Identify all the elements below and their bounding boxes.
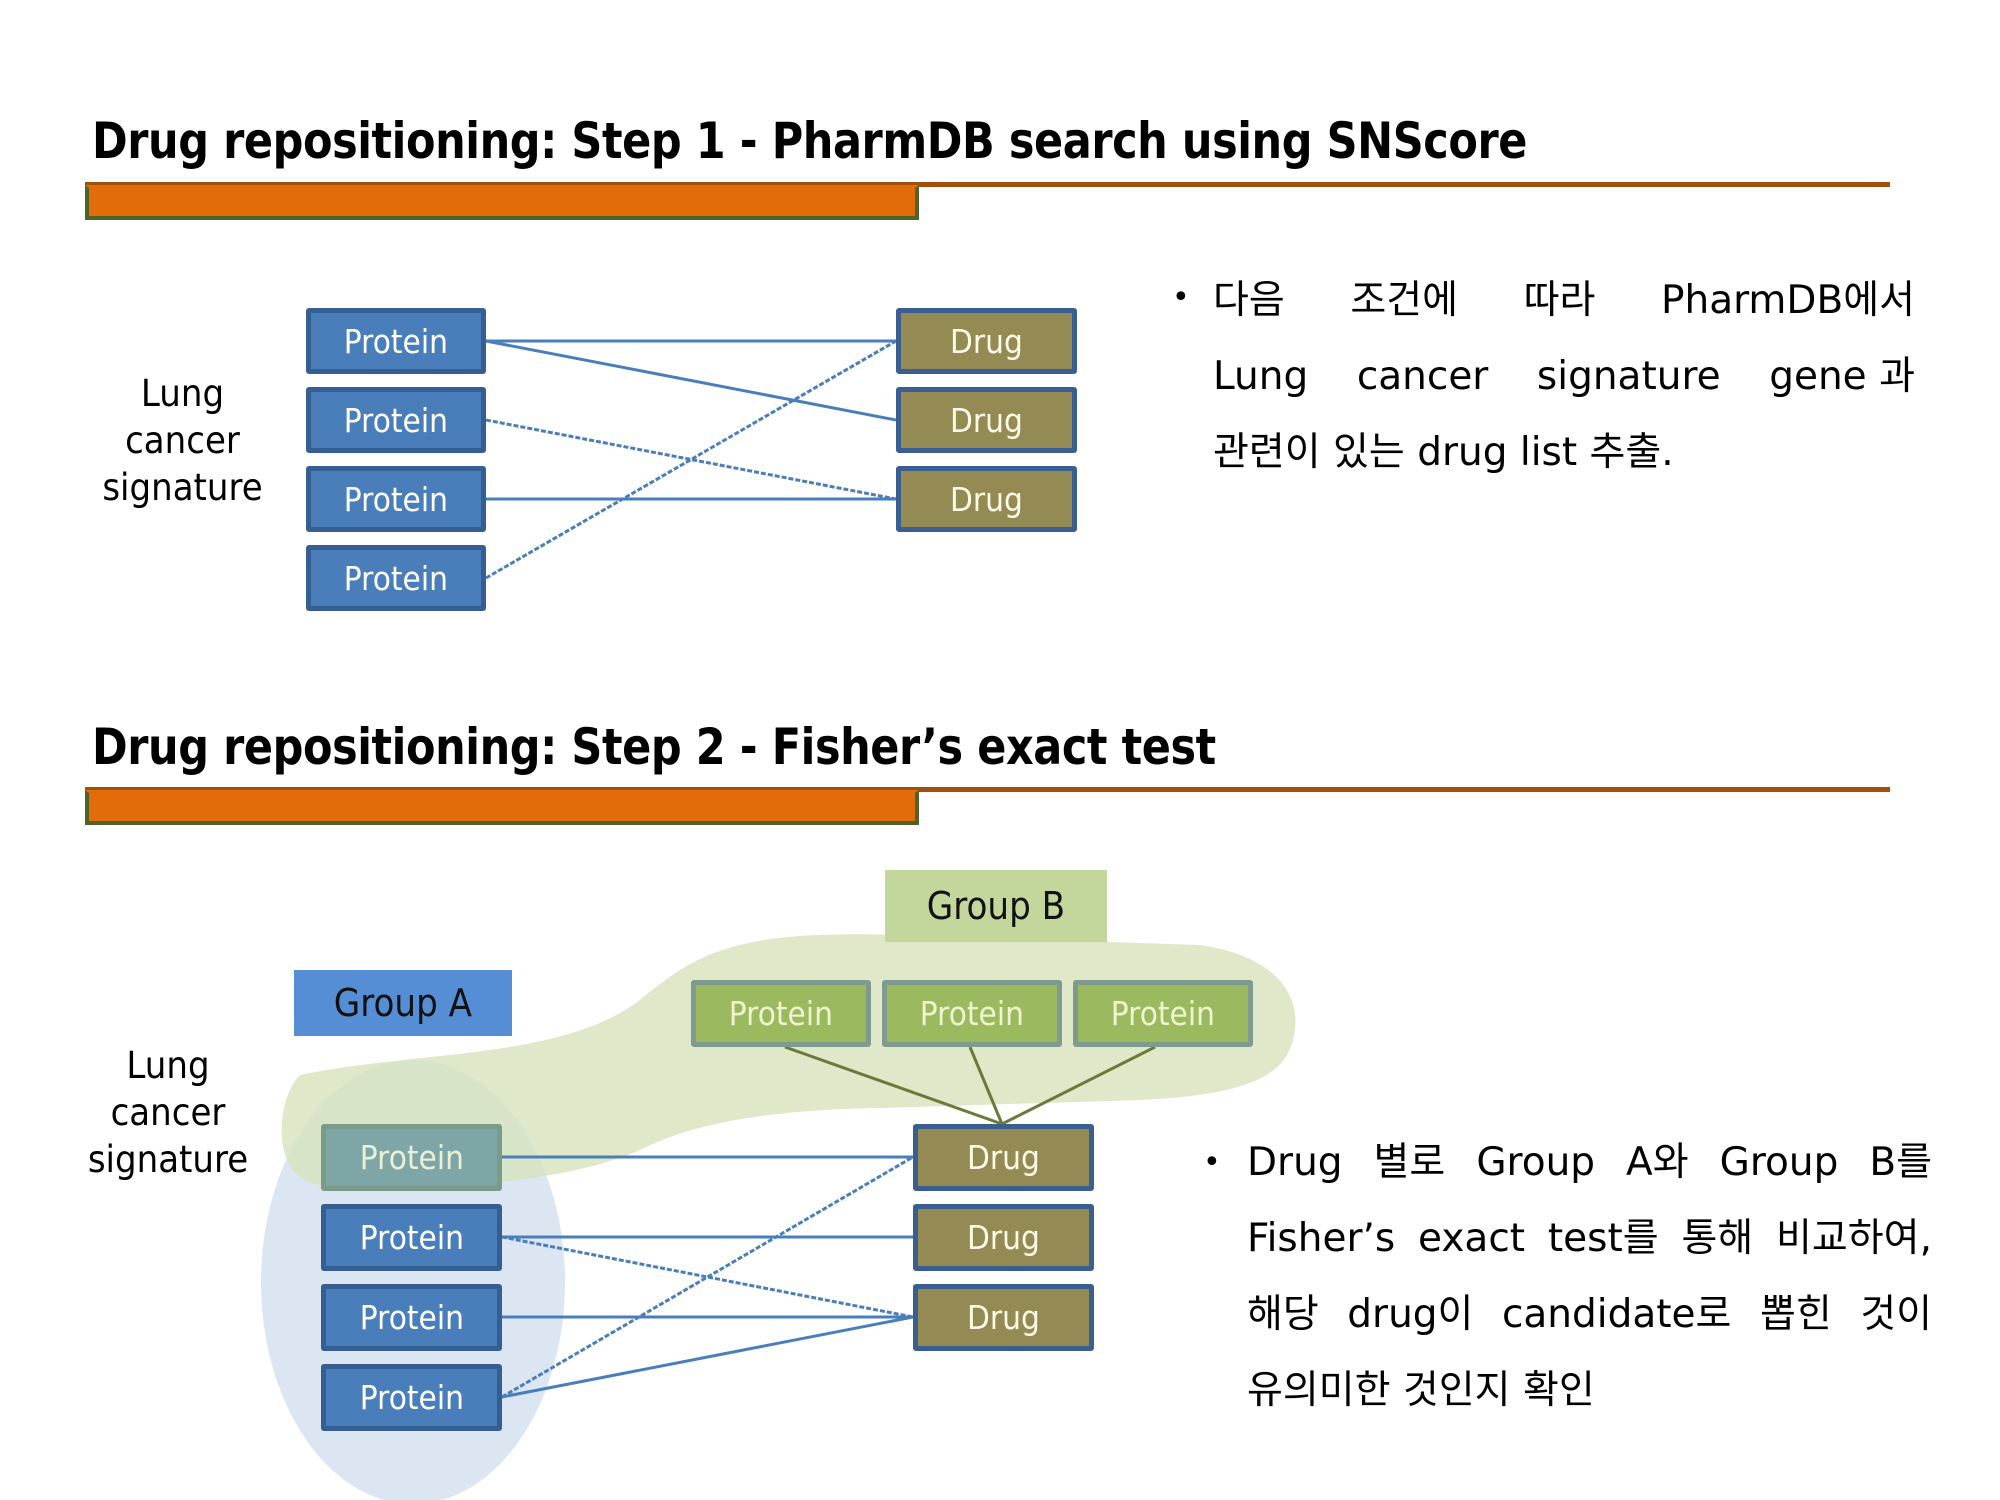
step2-title-rule — [85, 787, 1890, 792]
node-label: Protein — [359, 1298, 464, 1337]
group-b-protein-node[interactable]: Protein — [1073, 980, 1253, 1047]
step1-protein-node[interactable]: Protein — [306, 545, 486, 611]
bullet-icon: • — [1203, 1145, 1221, 1180]
node-label: Drug — [967, 1218, 1040, 1257]
node-label: Protein — [919, 994, 1025, 1033]
step2-accent-bar — [85, 790, 919, 825]
step1-protein-node[interactable]: Protein — [306, 308, 486, 374]
group-b-protein-node[interactable]: Protein — [882, 980, 1062, 1047]
word: drug이 — [1347, 1292, 1474, 1337]
node-label: Protein — [343, 321, 449, 361]
bullet-line: 다음 조건에 따라 PharmDB에서 — [1213, 263, 1915, 339]
group-a-protein-node[interactable]: Protein — [321, 1124, 502, 1191]
group-a-protein-node[interactable]: Protein — [321, 1204, 502, 1271]
node-label: Drug — [950, 321, 1023, 361]
word: PharmDB에서 — [1660, 278, 1915, 323]
word: signature — [1536, 354, 1721, 399]
node-label: Protein — [343, 400, 449, 440]
signature-line: signature — [102, 466, 263, 509]
word: 비교하여, — [1776, 1216, 1932, 1261]
group-a-drug-edge — [501, 1155, 914, 1399]
group-b-protein-node[interactable]: Protein — [691, 980, 871, 1047]
word: candidate로 — [1501, 1292, 1732, 1337]
word: 따라 — [1523, 278, 1596, 323]
word: B를 — [1869, 1140, 1932, 1185]
node-label: Protein — [1110, 994, 1216, 1033]
bullet-line: Lung cancer signature gene 과 — [1213, 339, 1915, 415]
signature-line: cancer — [125, 419, 240, 462]
step1-drug-node[interactable]: Drug — [896, 308, 1077, 374]
word: 유의미한 것인지 확인 — [1247, 1368, 1595, 1413]
word: 뽑힌 — [1759, 1292, 1832, 1337]
node-label: Drug — [967, 1138, 1040, 1177]
word: gene 과 — [1769, 354, 1915, 399]
word: test를 — [1547, 1216, 1659, 1261]
word: A와 — [1626, 1140, 1689, 1185]
bullet-line: 관련이 있는 drug list 추출. — [1213, 415, 1915, 491]
step2-title: Drug repositioning: Step 2 - Fisher’s ex… — [92, 718, 1216, 776]
step1-protein-node[interactable]: Protein — [306, 387, 486, 453]
node-label: Protein — [359, 1138, 464, 1177]
bullet-line: 유의미한 것인지 확인 — [1247, 1353, 1932, 1429]
step1-title: Drug repositioning: Step 1 - PharmDB sea… — [92, 112, 1527, 170]
node-label: Protein — [343, 479, 449, 519]
bullet-line: 해당 drug이 candidate로 뽑힌 것이 — [1247, 1277, 1932, 1353]
word: Drug — [1247, 1140, 1343, 1185]
step2-bullet-text: Drug 별로 Group A와 Group B를 Fisher’s exact… — [1247, 1125, 1932, 1429]
signature-line: Lung — [140, 372, 225, 415]
group-a-protein-node[interactable]: Protein — [321, 1364, 502, 1431]
step1-drug-node[interactable]: Drug — [896, 387, 1077, 453]
group-b-drug-edge — [784, 1045, 1003, 1126]
step1-accent-bar — [85, 185, 919, 220]
group-b-drug-edge — [968, 1046, 1004, 1125]
bullet-line: Fisher’s exact test를 통해 비교하여, — [1247, 1201, 1932, 1277]
step1-protein-node[interactable]: Protein — [306, 466, 486, 532]
protein-drug-edge — [485, 418, 897, 501]
protein-drug-edge — [485, 339, 897, 422]
word: 별로 — [1373, 1140, 1446, 1185]
node-label: Protein — [359, 1378, 464, 1417]
step2-drug-node[interactable]: Drug — [913, 1204, 1094, 1271]
node-label: Protein — [728, 994, 834, 1033]
node-label: Protein — [343, 558, 449, 598]
signature-line: Lung — [126, 1044, 210, 1087]
step2-drug-node[interactable]: Drug — [913, 1124, 1094, 1191]
group-a-protein-node[interactable]: Protein — [321, 1284, 502, 1351]
step2-drug-node[interactable]: Drug — [913, 1284, 1094, 1351]
node-label: Drug — [950, 400, 1023, 440]
step2-signature-label: Lung cancer signature — [85, 1042, 251, 1183]
step1-title-rule — [85, 182, 1890, 187]
group-a-label: Group A — [294, 970, 512, 1036]
node-label: Drug — [950, 479, 1023, 519]
bullet-icon: • — [1172, 280, 1190, 315]
group-a-drug-edge — [501, 1235, 914, 1319]
bullet-line: Drug 별로 Group A와 Group B를 — [1247, 1125, 1932, 1201]
group-label-text: Group A — [333, 981, 473, 1025]
word: 관련이 있는 drug list 추출. — [1213, 430, 1674, 475]
word: 다음 — [1213, 278, 1285, 323]
word: Fisher’s — [1247, 1216, 1396, 1261]
word: Lung — [1213, 354, 1309, 399]
signature-line: signature — [87, 1138, 249, 1181]
group-label-text: Group B — [926, 884, 1066, 928]
group-b-drug-edge — [1001, 1045, 1156, 1126]
word: 해당 — [1247, 1292, 1319, 1337]
protein-drug-edge — [485, 339, 897, 580]
word: 것이 — [1860, 1292, 1932, 1337]
step1-bullet-text: 다음 조건에 따라 PharmDB에서 Lung cancer signatur… — [1213, 263, 1915, 491]
step1-drug-node[interactable]: Drug — [896, 466, 1077, 532]
signature-line: cancer — [110, 1091, 226, 1134]
word: 통해 — [1681, 1216, 1754, 1261]
word: Group — [1719, 1140, 1839, 1185]
word: exact — [1418, 1216, 1526, 1261]
word: cancer — [1356, 354, 1489, 399]
word: 조건에 — [1350, 278, 1458, 323]
group-a-drug-edge — [501, 1315, 914, 1399]
group-b-label: Group B — [885, 870, 1107, 942]
node-label: Drug — [967, 1298, 1040, 1337]
node-label: Protein — [359, 1218, 464, 1257]
step1-signature-label: Lung cancer signature — [102, 370, 263, 511]
word: Group — [1476, 1140, 1596, 1185]
